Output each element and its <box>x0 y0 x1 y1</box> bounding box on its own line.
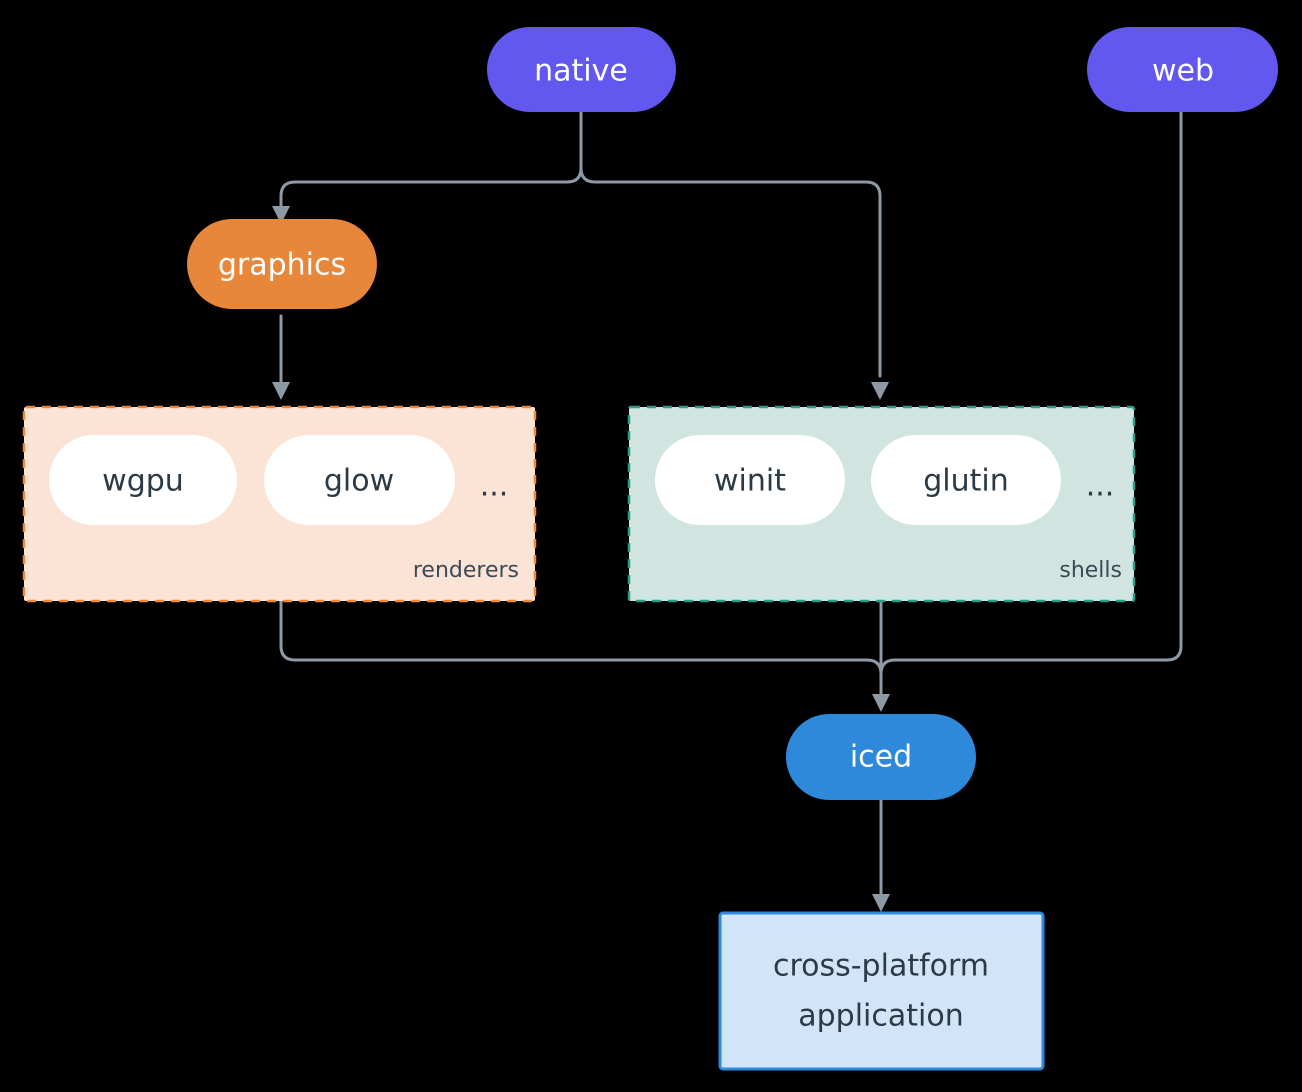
edge-native-to-graphics <box>279 166 583 210</box>
node-iced-shape[interactable] <box>786 714 976 800</box>
node-web-label: web <box>1152 54 1214 89</box>
node-native-label: native <box>534 54 628 89</box>
group-shells: winit glutin ... shells <box>627 405 1136 603</box>
arrow-head-graphics <box>272 206 290 224</box>
node-native[interactable]: native <box>487 27 676 112</box>
arrow-head-shells <box>871 382 889 400</box>
node-wgpu[interactable] <box>49 435 237 525</box>
node-glow[interactable] <box>264 435 455 525</box>
node-glutin-label: glutin <box>923 464 1009 499</box>
node-web-shape[interactable] <box>1087 27 1278 112</box>
arrow-head-iced <box>872 694 890 712</box>
node-graphics-label: graphics <box>218 248 346 283</box>
arrow-head-renderers <box>272 382 290 400</box>
node-winit[interactable] <box>655 435 845 525</box>
node-native-shape[interactable] <box>487 27 676 112</box>
edge-layer <box>272 110 1183 912</box>
node-graphics-shape[interactable] <box>187 219 377 309</box>
node-application-label-line-2: application <box>798 999 963 1034</box>
arrow-head-application <box>872 894 890 912</box>
node-application-shape[interactable] <box>718 911 1045 1071</box>
renderers-ellipsis: ... <box>480 469 509 504</box>
shells-caption: shells <box>1059 558 1122 583</box>
node-glutin[interactable] <box>871 435 1061 525</box>
node-wgpu-label: wgpu <box>102 464 184 499</box>
node-application[interactable]: cross-platform application <box>718 911 1045 1071</box>
renderers-caption: renderers <box>413 558 519 583</box>
node-iced[interactable]: iced <box>786 714 976 800</box>
node-winit-label: winit <box>714 464 786 499</box>
edge-renderers-to-iced <box>279 599 883 696</box>
edge-native-split <box>579 110 882 378</box>
node-iced-label: iced <box>850 740 912 775</box>
edge-web-to-iced <box>879 110 1183 696</box>
shells-ellipsis: ... <box>1086 469 1115 504</box>
group-renderers: wgpu glow ... renderers <box>22 405 537 603</box>
node-application-label-line-1: cross-platform <box>773 949 989 984</box>
node-graphics[interactable]: graphics <box>187 219 377 309</box>
node-glow-label: glow <box>324 464 394 499</box>
node-web[interactable]: web <box>1087 27 1278 112</box>
